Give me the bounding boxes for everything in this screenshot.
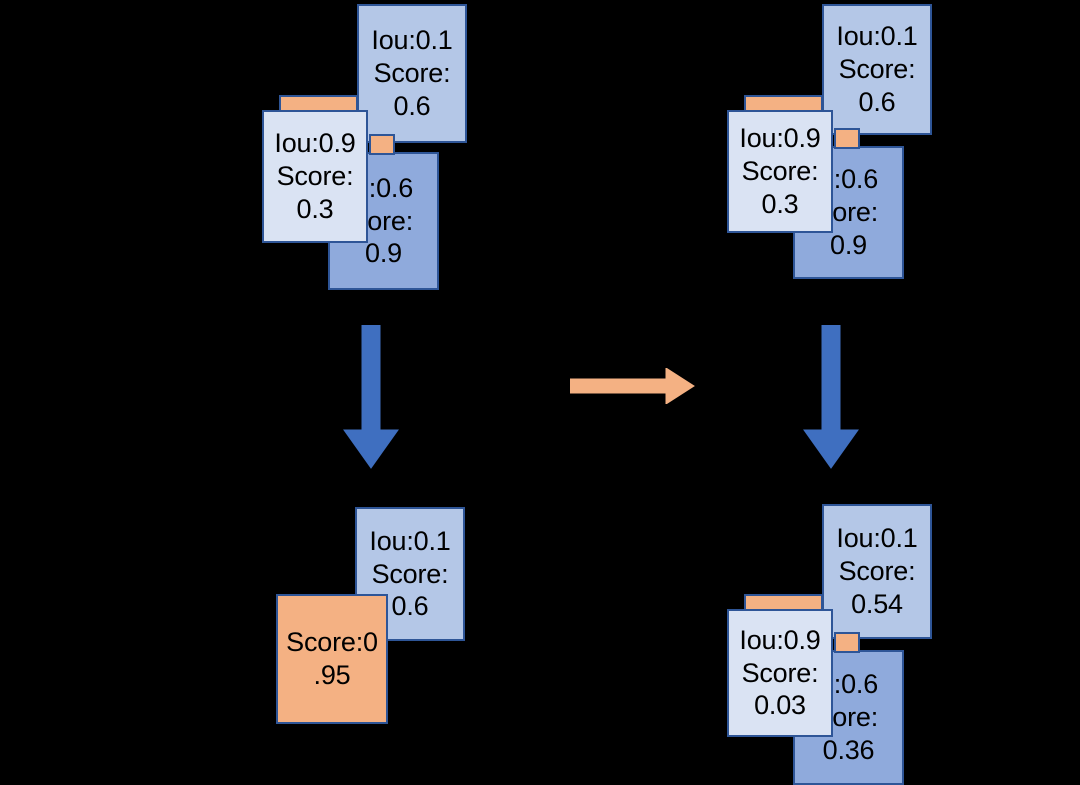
box-label: Iou:0.1 Score: 0.6 <box>371 25 453 121</box>
box-label: Iou:0.1 Score: 0.6 <box>836 21 918 117</box>
box-iou-0.1-score-0.54: Iou:0.1 Score: 0.54 <box>822 504 932 639</box>
box-iou-0.1-score-0.6: Iou:0.1 Score: 0.6 <box>357 4 467 143</box>
orange-strip-small <box>834 632 860 653</box>
box-label: Iou:0.1 Score: 0.6 <box>369 525 451 622</box>
box-label: Score:0 .95 <box>286 627 378 690</box>
down-arrow-left <box>340 325 402 470</box>
box-iou-0.9-score-0.3: Iou:0.9 Score: 0.3 <box>727 110 833 233</box>
box-iou-0.1-score-0.6: Iou:0.1 Score: 0.6 <box>822 4 932 135</box>
right-arrow-middle <box>570 368 695 404</box>
box-score-0.95: Score:0 .95 <box>276 594 388 724</box>
box-label: Iou:0.1 Score: 0.54 <box>836 523 918 619</box>
box-iou-0.6-score-0.36: u:0.6 core: 0.36 <box>793 650 904 785</box>
orange-strip-small <box>369 134 395 155</box>
down-arrow-right <box>800 325 862 470</box>
box-label: Iou:0.9 Score: 0.3 <box>274 128 356 224</box>
box-label: Iou:0.9 Score: 0.3 <box>739 123 821 219</box>
box-iou-0.9-score-0.3: Iou:0.9 Score: 0.3 <box>262 110 368 243</box>
box-iou-0.9-score-0.03: Iou:0.9 Score: 0.03 <box>727 609 833 737</box>
box-label: Iou:0.9 Score: 0.03 <box>739 624 821 721</box>
orange-strip-small <box>834 128 860 149</box>
